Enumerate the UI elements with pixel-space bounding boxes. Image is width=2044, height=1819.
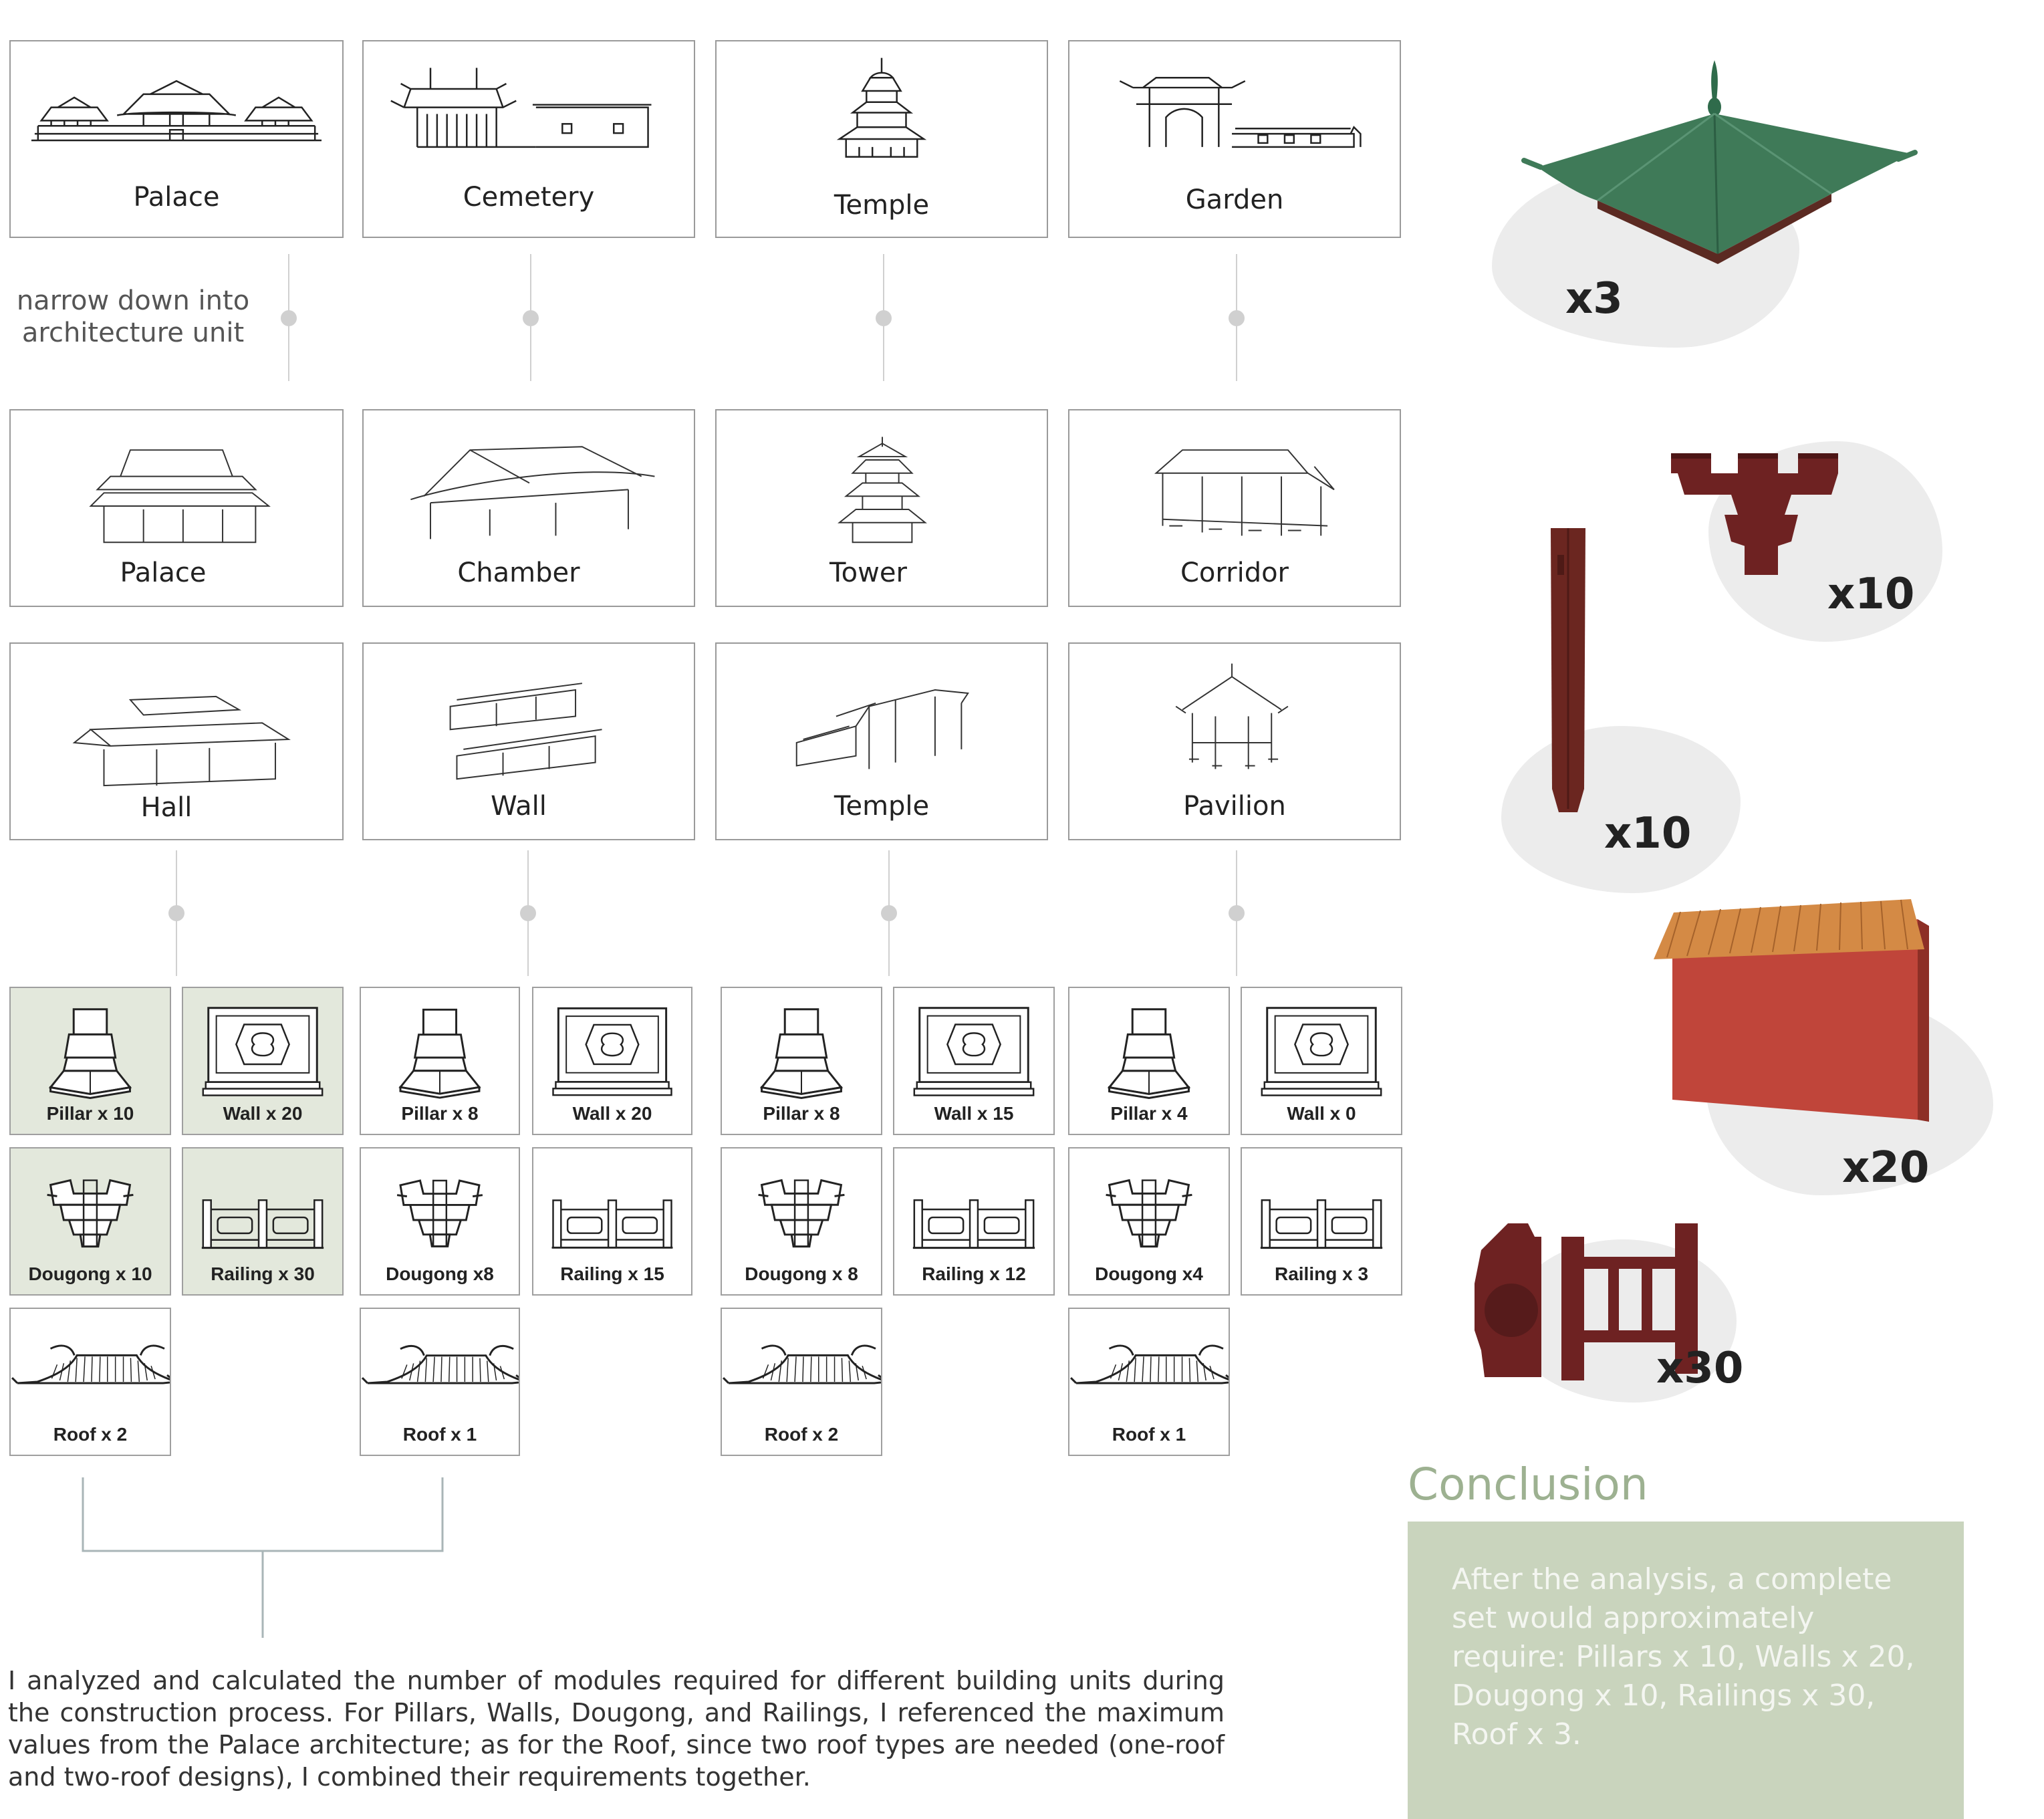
wall-render-icon: [1654, 899, 1929, 1122]
module-label: Dougong x4: [1095, 1263, 1203, 1284]
unit-temple: Temple: [715, 642, 1048, 840]
conclusion-title: Conclusion: [1408, 1459, 1648, 1510]
unit-hall: Hall: [9, 642, 344, 840]
roof-count: x3: [1565, 274, 1623, 324]
module-temple-roof: Roof x 2: [721, 1308, 882, 1456]
module-label: Dougong x 10: [28, 1263, 152, 1284]
cemetery-sketch-icon: [390, 68, 652, 148]
category-label: Palace: [133, 182, 220, 213]
module-palace-pillar: Pillar x 10: [9, 987, 171, 1135]
note-line-2: architecture unit: [21, 318, 245, 348]
unit-chamber: Chamber: [362, 409, 695, 607]
module-label: Railing x 3: [1274, 1263, 1369, 1284]
module-label: Pillar x 8: [763, 1103, 840, 1124]
module-label: Roof x 1: [402, 1424, 477, 1445]
module-cemetery-dougong: Dougong x8: [360, 1147, 520, 1296]
module-label: Roof x 2: [764, 1424, 839, 1445]
dougong-count: x10: [1827, 570, 1915, 619]
unit-label: Tower: [829, 558, 907, 588]
connector-lines-top: [281, 254, 1245, 381]
narrow-down-note: narrow down into architecture unit: [9, 285, 257, 349]
module-label: Dougong x8: [386, 1263, 494, 1284]
module-label: Dougong x 8: [745, 1263, 858, 1284]
hall-unit-sketch-icon: [72, 695, 291, 787]
module-label: Railing x 12: [922, 1263, 1026, 1284]
category-palace: Palace: [9, 40, 344, 238]
category-garden: Garden: [1068, 40, 1401, 238]
connector-lines-middle: [168, 850, 1245, 976]
railing-count: x30: [1656, 1344, 1744, 1393]
module-label: Wall x 0: [1287, 1103, 1356, 1124]
category-temple: Temple: [715, 40, 1048, 238]
category-cemetery: Cemetery: [362, 40, 695, 238]
chamber-unit-sketch-icon: [410, 446, 655, 539]
category-label: Temple: [834, 190, 930, 221]
module-label: Pillar x 10: [46, 1103, 134, 1124]
dougong-render-icon: [1671, 453, 1838, 575]
corridor-unit-sketch-icon: [1154, 449, 1335, 536]
unit-label: Pavilion: [1183, 791, 1286, 822]
module-palace-roof: Roof x 2: [9, 1308, 171, 1456]
analysis-paragraph: I analyzed and calculated the number of …: [8, 1666, 1225, 1792]
module-label: Pillar x 4: [1110, 1103, 1188, 1124]
module-palace-wall: Wall x 20: [182, 987, 344, 1135]
tower-unit-sketch-icon: [838, 437, 927, 543]
module-temple-pillar: Pillar x 8: [721, 987, 882, 1135]
module-temple-wall: Wall x 15: [893, 987, 1055, 1135]
pillar-shadow: [1501, 726, 1741, 893]
palace-sketch-icon: [31, 80, 322, 142]
unit-tower: Tower: [715, 409, 1048, 607]
module-label: Wall x 15: [934, 1103, 1014, 1124]
module-label: Railing x 15: [560, 1263, 664, 1284]
conclusion-text: After the analysis, a complete set would…: [1452, 1562, 1915, 1751]
garden-sketch-icon: [1119, 77, 1362, 148]
temple-unit-sketch-icon: [795, 689, 969, 769]
note-line-1: narrow down into: [16, 285, 250, 316]
module-cemetery-railing: Railing x 15: [532, 1147, 692, 1296]
module-label: Railing x 30: [211, 1263, 315, 1284]
unit-corridor: Corridor: [1068, 409, 1401, 607]
palace-unit-sketch-icon: [89, 449, 271, 543]
pavilion-unit-sketch-icon: [1175, 663, 1289, 769]
unit-palace: Palace: [9, 409, 344, 607]
conclusion-box: After the analysis, a complete set would…: [1408, 1522, 1964, 1819]
pillar-render-icon: [1551, 528, 1585, 812]
unit-label: Palace: [120, 558, 207, 588]
roof-combine-bracket: [82, 1477, 444, 1638]
unit-pavilion: Pavilion: [1068, 642, 1401, 840]
module-cemetery-roof: Roof x 1: [360, 1308, 520, 1456]
module-label: Roof x 2: [53, 1424, 128, 1445]
module-label: Wall x 20: [223, 1103, 303, 1124]
unit-wall: Wall: [362, 642, 695, 840]
temple-sketch-icon: [836, 57, 927, 158]
module-garden-pillar: Pillar x 4: [1068, 987, 1230, 1135]
unit-label: Chamber: [457, 558, 580, 588]
module-garden-railing: Railing x 3: [1241, 1147, 1402, 1296]
wall-unit-sketch-icon: [449, 683, 602, 780]
module-temple-railing: Railing x 12: [893, 1147, 1055, 1296]
module-palace-railing: Railing x 30: [182, 1147, 344, 1296]
module-cemetery-wall: Wall x 20: [532, 987, 692, 1135]
module-temple-dougong: Dougong x 8: [721, 1147, 882, 1296]
category-label: Garden: [1185, 185, 1284, 215]
unit-label: Wall: [491, 791, 547, 822]
unit-label: Temple: [834, 791, 930, 822]
module-label: Wall x 20: [572, 1103, 652, 1124]
module-garden-dougong: Dougong x4: [1068, 1147, 1230, 1296]
wall-count: x20: [1842, 1143, 1930, 1193]
unit-label: Hall: [140, 792, 193, 823]
category-label: Cemetery: [463, 182, 595, 213]
module-label: Pillar x 8: [401, 1103, 479, 1124]
module-cemetery-pillar: Pillar x 8: [360, 987, 520, 1135]
module-garden-wall: Wall x 0: [1241, 987, 1402, 1135]
unit-label: Corridor: [1180, 558, 1289, 588]
railing-render-icon: [1475, 1223, 1698, 1380]
module-palace-dougong: Dougong x 10: [9, 1147, 171, 1296]
module-garden-roof: Roof x 1: [1068, 1308, 1230, 1456]
pillar-count: x10: [1604, 809, 1692, 858]
roof-render-icon: [1521, 60, 1918, 264]
module-label: Roof x 1: [1112, 1424, 1186, 1445]
